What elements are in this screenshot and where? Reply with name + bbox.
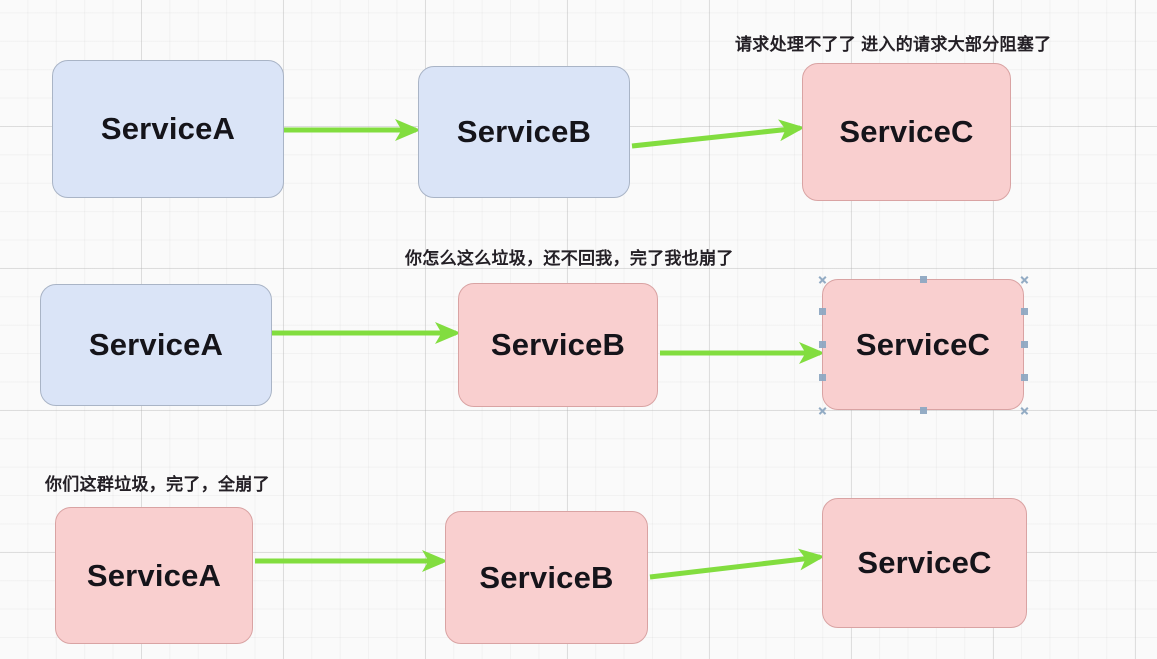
service-node-label: ServiceB [456, 114, 592, 149]
service-node-label: ServiceA [86, 557, 222, 593]
selection-handle[interactable] [818, 373, 826, 381]
selection-handle[interactable] [1020, 373, 1028, 381]
service-node-servicea-row-3[interactable]: ServiceA [55, 507, 253, 644]
selection-handle[interactable] [1020, 308, 1028, 316]
selection-handle[interactable] [818, 406, 827, 415]
service-node-serviceb-row-1[interactable]: ServiceB [418, 66, 630, 198]
service-node-label: ServiceB [479, 559, 614, 595]
annotation-text-row-3[interactable]: 你们这群垃圾，完了，全崩了 [45, 475, 270, 494]
selection-handle[interactable] [818, 341, 826, 348]
service-node-label: ServiceC [855, 326, 991, 362]
selection-handle[interactable] [818, 275, 827, 284]
flow-arrow-serviceb-to-servicec[interactable] [649, 548, 825, 580]
selection-handle[interactable] [919, 406, 927, 414]
service-node-servicec-row-3[interactable]: ServiceC [822, 498, 1027, 628]
service-node-servicea-row-1[interactable]: ServiceA [52, 60, 284, 198]
service-node-servicea-row-2[interactable]: ServiceA [40, 284, 272, 406]
flow-arrow-serviceb-to-servicec[interactable] [631, 119, 805, 149]
service-node-label: ServiceA [88, 327, 224, 362]
selection-handle[interactable] [818, 308, 826, 316]
service-node-label: ServiceB [490, 327, 626, 362]
service-node-label: ServiceC [857, 545, 992, 580]
service-node-servicec-row-1[interactable]: ServiceC [802, 63, 1011, 201]
service-node-label: ServiceA [100, 111, 236, 146]
service-node-serviceb-row-3[interactable]: ServiceB [445, 511, 648, 644]
selection-handle[interactable] [1020, 341, 1028, 348]
service-node-label: ServiceC [839, 114, 974, 149]
service-node-serviceb-row-2[interactable]: ServiceB [458, 283, 658, 407]
selection-handle[interactable] [1020, 406, 1029, 415]
selection-handle[interactable] [919, 275, 927, 283]
selection-handle[interactable] [1020, 275, 1029, 284]
service-node-servicec-row-2[interactable]: ServiceC [822, 279, 1024, 410]
annotation-text-row-2[interactable]: 你怎么这么垃圾，还不回我，完了我也崩了 [405, 249, 734, 268]
annotation-text-row-1[interactable]: 请求处理不了了 进入的请求大部分阻塞了 [735, 35, 1052, 54]
